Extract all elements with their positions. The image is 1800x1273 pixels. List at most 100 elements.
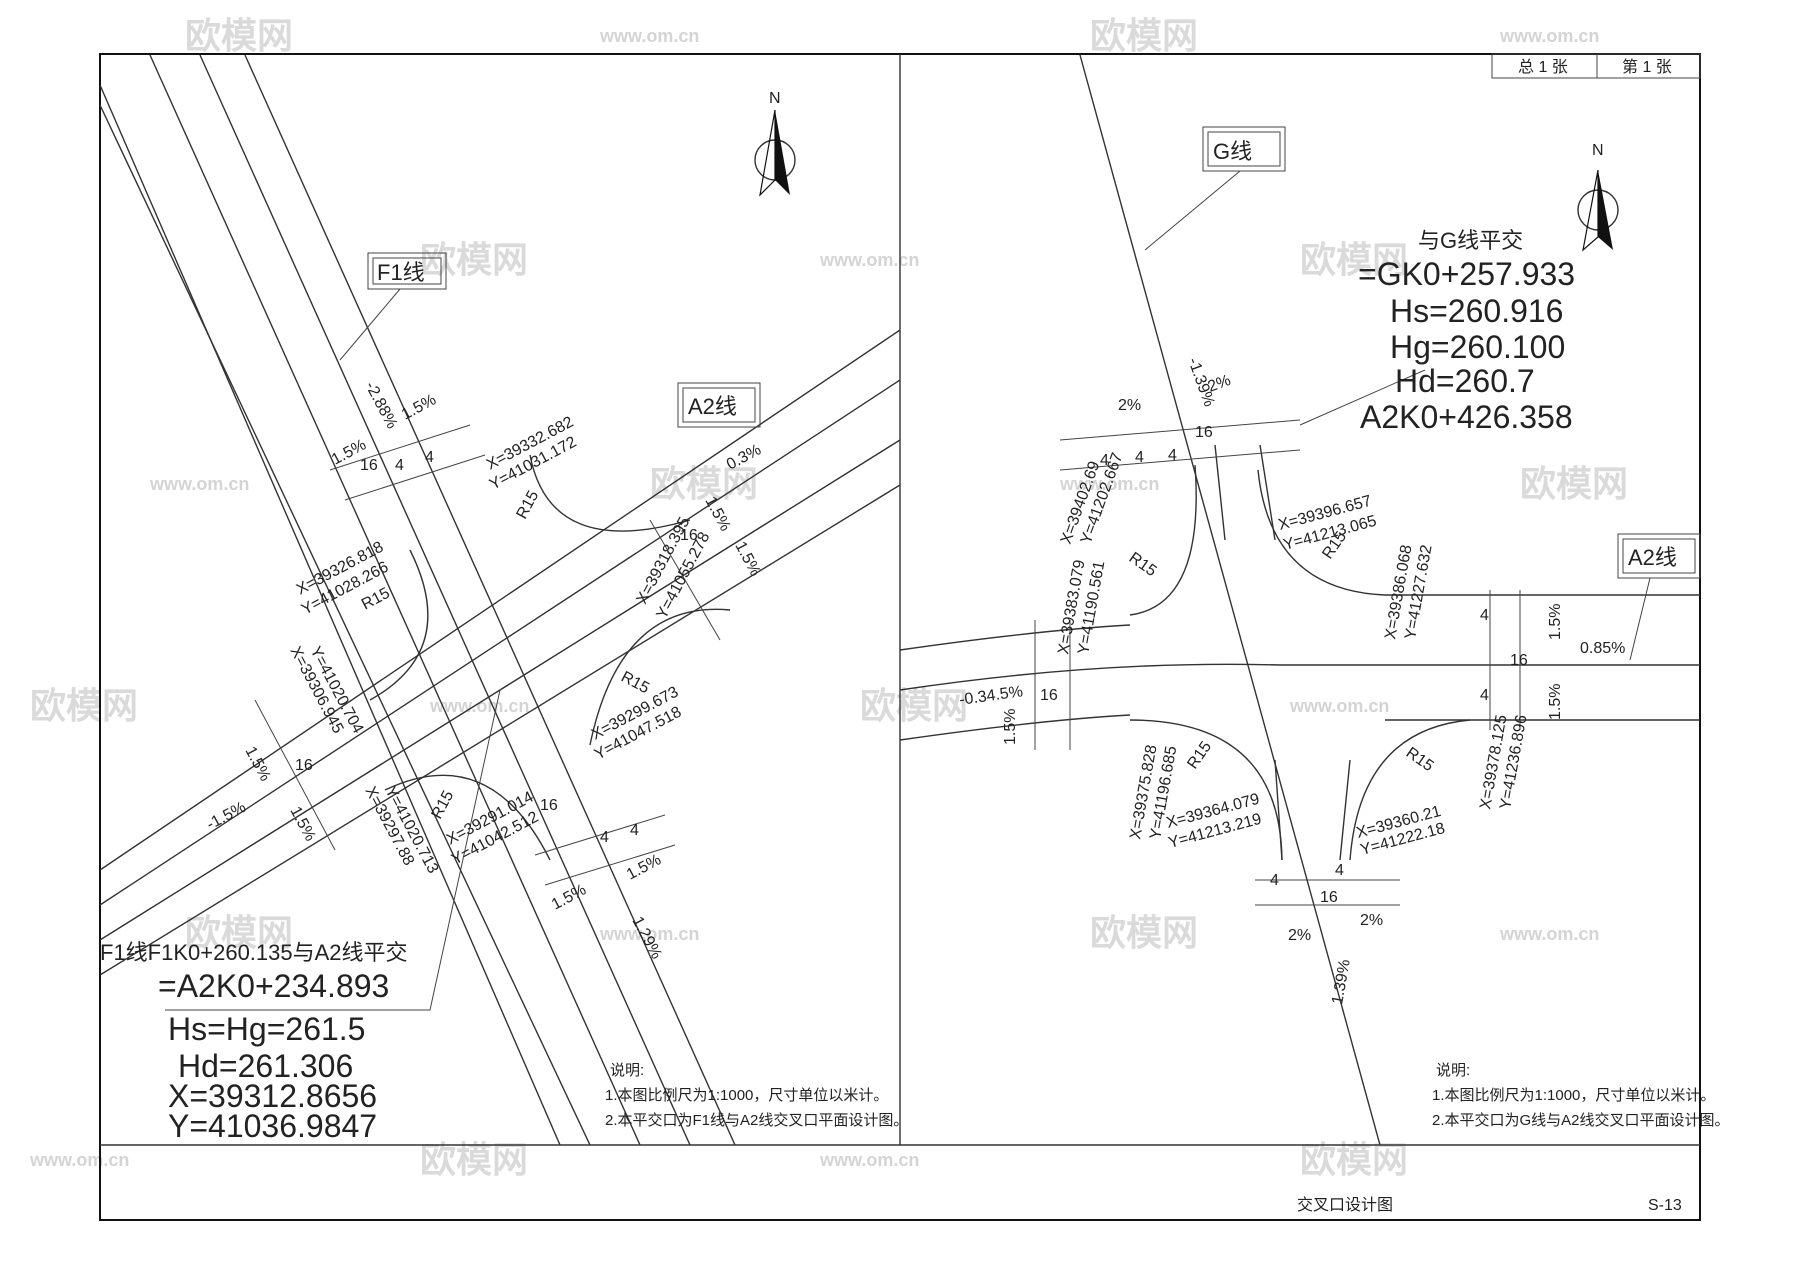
- svg-text:16: 16: [1040, 687, 1058, 704]
- svg-text:2%: 2%: [1288, 927, 1311, 944]
- svg-text:1.5%: 1.5%: [241, 744, 273, 784]
- svg-text:2%: 2%: [1118, 397, 1141, 414]
- svg-text:说明:: 说明:: [610, 1062, 644, 1079]
- svg-text:-0.34.5%: -0.34.5%: [958, 683, 1024, 709]
- watermark-layer: 欧模网 www.om.cn 欧模网 www.om.cn 欧模网 www.om.c…: [29, 15, 1628, 1180]
- total-sheets: 总 1 张: [1518, 58, 1568, 76]
- left-road-a2-tag: A2线: [677, 382, 761, 428]
- watermark-url: www.om.cn: [1499, 924, 1599, 944]
- sheet-number: 第 1 张: [1622, 58, 1672, 76]
- sheet-count-box: [1491, 53, 1701, 79]
- svg-text:R15: R15: [618, 669, 652, 698]
- svg-text:与G线平交: 与G线平交: [1418, 228, 1523, 253]
- svg-text:1.本图比例尺为1:1000，尺寸单位以米计。: 1.本图比例尺为1:1000，尺寸单位以米计。: [605, 1087, 888, 1104]
- svg-text:1.本图比例尺为1:1000，尺寸单位以米计。: 1.本图比例尺为1:1000，尺寸单位以米计。: [1432, 1087, 1715, 1104]
- svg-text:16: 16: [295, 757, 313, 774]
- left-north-arrow: N: [754, 90, 796, 197]
- right-road-a2-tag: A2线: [1617, 533, 1701, 661]
- watermark-url: www.om.cn: [599, 26, 699, 46]
- watermark-url: www.om.cn: [819, 1150, 919, 1170]
- svg-text:4: 4: [1270, 872, 1279, 889]
- left-road-f1-tag: F1线: [339, 252, 447, 361]
- svg-text:2.本平交口为F1线与A2线交叉口平面设计图。: 2.本平交口为F1线与A2线交叉口平面设计图。: [605, 1111, 908, 1129]
- watermark-brand: 欧模网: [860, 685, 968, 726]
- svg-text:4: 4: [1480, 607, 1489, 624]
- svg-text:4: 4: [425, 449, 434, 466]
- svg-text:R15: R15: [1126, 549, 1160, 580]
- svg-text:A2K0+426.358: A2K0+426.358: [1360, 399, 1573, 435]
- svg-text:Hs=260.916: Hs=260.916: [1390, 293, 1563, 329]
- left-intersection-info: F1线F1K0+260.135与A2线平交 =A2K0+234.893 Hs=H…: [100, 940, 408, 1144]
- svg-text:F1线: F1线: [377, 260, 425, 285]
- svg-text:R15: R15: [359, 585, 393, 614]
- watermark-brand: 欧模网: [30, 685, 138, 726]
- watermark-url: www.om.cn: [1059, 474, 1159, 494]
- svg-text:Y=41036.9847: Y=41036.9847: [168, 1108, 377, 1144]
- drawing-code: S-13: [1648, 1197, 1682, 1214]
- svg-text:4: 4: [1480, 687, 1489, 704]
- svg-text:A2线: A2线: [1628, 545, 1677, 570]
- svg-text:N: N: [1592, 142, 1604, 159]
- svg-text:16: 16: [680, 527, 698, 544]
- svg-text:Hd=261.306: Hd=261.306: [178, 1048, 353, 1084]
- svg-text:说明:: 说明:: [1436, 1062, 1470, 1079]
- watermark-brand: 欧模网: [1090, 912, 1198, 953]
- svg-text:1.5%: 1.5%: [1002, 709, 1019, 745]
- watermark-url: www.om.cn: [429, 696, 529, 716]
- right-intersection-info: 与G线平交 =GK0+257.933 Hs=260.916 Hg=260.100…: [1358, 228, 1575, 435]
- svg-text:=GK0+257.933: =GK0+257.933: [1358, 256, 1575, 292]
- svg-text:4: 4: [395, 457, 404, 474]
- svg-text:2%: 2%: [1360, 912, 1383, 929]
- svg-text:2%: 2%: [1206, 372, 1234, 396]
- svg-text:4: 4: [1168, 447, 1177, 464]
- svg-text:1.5%: 1.5%: [1547, 684, 1564, 720]
- svg-text:A2线: A2线: [688, 394, 737, 419]
- drawing-title: 交叉口设计图: [1297, 1196, 1393, 1214]
- watermark-brand: 欧模网: [1300, 239, 1408, 280]
- svg-text:16: 16: [1320, 889, 1338, 906]
- svg-text:1.5%: 1.5%: [399, 391, 439, 423]
- right-coordinates: X=39402.69 Y=41202.667 X=39396.657 Y=412…: [1055, 451, 1530, 859]
- svg-text:G线: G线: [1213, 139, 1252, 164]
- svg-text:4: 4: [1135, 449, 1144, 466]
- svg-text:16: 16: [1195, 424, 1213, 441]
- svg-text:1.39%: 1.39%: [1329, 958, 1354, 1006]
- svg-text:1.5%: 1.5%: [624, 851, 664, 883]
- left-intersection-plan: [99, 54, 901, 1146]
- watermark-url: www.om.cn: [1289, 696, 1389, 716]
- svg-text:4: 4: [600, 829, 609, 846]
- right-intersection-plan: [899, 54, 1700, 1146]
- svg-text:16: 16: [540, 797, 558, 814]
- right-slopes: 2% -1.39% 2% 1.5% 0.85% 1.5% -0.34.5% 1.…: [958, 356, 1625, 1006]
- watermark-brand: 欧模网: [650, 463, 758, 504]
- svg-text:2.本平交口为G线与A2线交叉口平面设计图。: 2.本平交口为G线与A2线交叉口平面设计图。: [1432, 1111, 1730, 1129]
- watermark-brand: 欧模网: [420, 1139, 528, 1180]
- watermark-brand: 欧模网: [185, 912, 293, 953]
- watermark-url: www.om.cn: [819, 250, 919, 270]
- svg-text:16: 16: [360, 457, 378, 474]
- svg-text:R15: R15: [1184, 738, 1215, 772]
- svg-text:Hg=260.100: Hg=260.100: [1390, 329, 1565, 365]
- watermark-url: www.om.cn: [29, 1150, 129, 1170]
- watermark-url: www.om.cn: [1499, 26, 1599, 46]
- title-block: 总 1 张 第 1 张 交叉口设计图 S-13: [1297, 53, 1701, 1214]
- svg-text:R15: R15: [514, 488, 543, 522]
- right-north-arrow: N: [1577, 142, 1619, 252]
- watermark-brand: 欧模网: [1090, 15, 1198, 56]
- svg-text:1.5%: 1.5%: [731, 539, 763, 579]
- watermark-brand: 欧模网: [420, 239, 528, 280]
- svg-text:Hd=260.7: Hd=260.7: [1395, 363, 1535, 399]
- svg-text:F1线F1K0+260.135与A2线平交: F1线F1K0+260.135与A2线平交: [100, 940, 408, 965]
- watermark-brand: 欧模网: [185, 15, 293, 56]
- right-road-g-tag: G线: [1144, 126, 1286, 251]
- svg-text:R15: R15: [1403, 744, 1437, 775]
- svg-text:16: 16: [1510, 652, 1528, 669]
- svg-text:R15: R15: [429, 788, 458, 822]
- watermark-brand: 欧模网: [1300, 1139, 1408, 1180]
- left-notes: 说明: 1.本图比例尺为1:1000，尺寸单位以米计。 2.本平交口为F1线与A…: [605, 1062, 908, 1129]
- svg-text:X=39312.8656: X=39312.8656: [168, 1078, 377, 1114]
- svg-text:Hs=Hg=261.5: Hs=Hg=261.5: [168, 1011, 365, 1047]
- svg-text:4: 4: [1335, 862, 1344, 879]
- watermark-url: www.om.cn: [149, 474, 249, 494]
